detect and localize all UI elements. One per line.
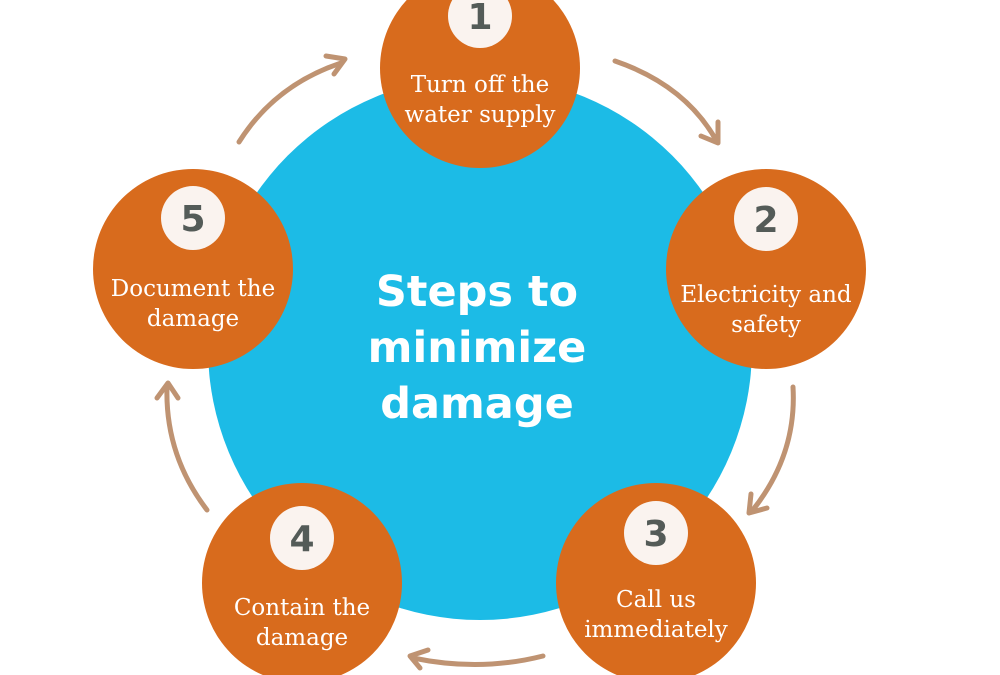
arrow-head-icon [323,53,348,77]
arrow-shaft [164,384,210,513]
step-label-line-1: Call us [616,587,696,613]
step-number-badge [448,0,512,48]
center-hub-circle [208,76,752,620]
step-label-line-1: Turn off the [411,72,549,98]
center-title: Steps to minimize damage [368,267,587,429]
step-number-badge [734,187,798,251]
cycle-arrows [154,53,796,671]
step-label-line-1: Electricity and [680,282,852,308]
step-node-1: 1 Turn off the water supply [380,0,580,168]
step-number-badge [624,501,688,565]
step-node-3: 3 Call us immediately [556,483,756,675]
step-circle [202,483,402,675]
step-number: 2 [753,200,778,241]
arrow-step-4-to-5 [154,380,210,513]
step-circle [556,483,756,675]
step-number-badge [270,506,334,570]
step-label-line-2: damage [147,306,239,332]
arrow-shaft [410,653,546,667]
center-title-line-2: minimize [368,323,587,373]
step-circle [380,0,580,168]
arrow-shaft [749,384,796,514]
arrow-head-icon [154,380,181,401]
step-number: 3 [643,514,668,555]
step-node-2: 2 Electricity and safety [666,169,866,369]
step-label-line-2: damage [256,625,348,651]
step-number: 1 [467,0,492,38]
arrow-shaft [236,60,344,145]
step-label-line-2: water supply [405,102,556,128]
step-label-line-1: Contain the [234,595,370,621]
arrow-head-icon [407,647,431,671]
arrow-step-5-to-1 [236,53,348,145]
step-circle [93,169,293,369]
arrow-shaft [612,58,719,143]
step-label-line-1: Document the [111,276,275,302]
arrow-step-3-to-4 [407,647,546,671]
step-circle [666,169,866,369]
step-label-line-2: safety [731,312,801,338]
arrow-step-2-to-3 [746,384,796,516]
arrow-head-icon [698,119,721,146]
arrow-step-1-to-2 [612,58,721,146]
center-title-line-1: Steps to [376,267,578,317]
step-node-4: 4 Contain the damage [202,483,402,675]
arrow-head-icon [746,491,770,516]
step-label-line-2: immediately [584,617,728,643]
step-node-5: 5 Document the damage [93,169,293,369]
step-number: 4 [289,519,314,560]
step-number: 5 [180,199,205,240]
step-number-badge [161,186,225,250]
center-title-line-3: damage [380,379,574,429]
